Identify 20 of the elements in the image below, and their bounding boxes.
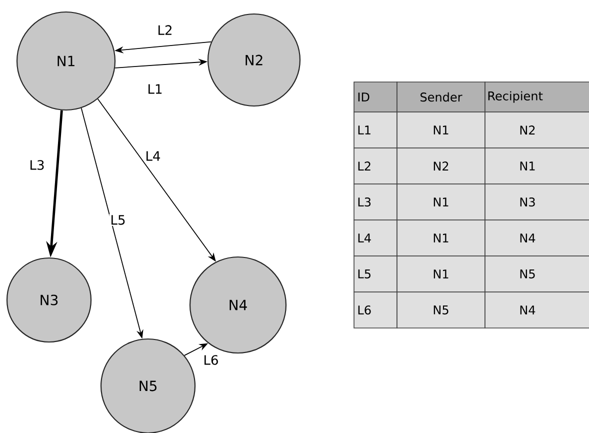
edge-label: L1	[146, 83, 164, 95]
table-cell: L5	[354, 256, 398, 292]
table-cell: L6	[354, 292, 398, 328]
edge-label: L2	[156, 24, 174, 36]
edge-label: L6	[202, 354, 220, 366]
table-cell: N2	[484, 112, 589, 148]
edge-label: L5	[109, 214, 127, 226]
table-cell: L3	[354, 184, 398, 220]
table-header-cell: Recipient	[484, 82, 589, 112]
table-cell: L2	[354, 148, 398, 184]
table-cell: N4	[484, 220, 589, 256]
table-cell: L1	[354, 112, 398, 148]
table-cell: N5	[484, 256, 589, 292]
edge-label: L4	[144, 150, 162, 162]
table-cell: N4	[484, 292, 589, 328]
table-cell: L4	[354, 220, 398, 256]
table-cell: N1	[484, 148, 589, 184]
table-cell: N3	[484, 184, 589, 220]
edge-label: L3	[28, 159, 46, 171]
table-header-cell: ID	[354, 82, 398, 112]
